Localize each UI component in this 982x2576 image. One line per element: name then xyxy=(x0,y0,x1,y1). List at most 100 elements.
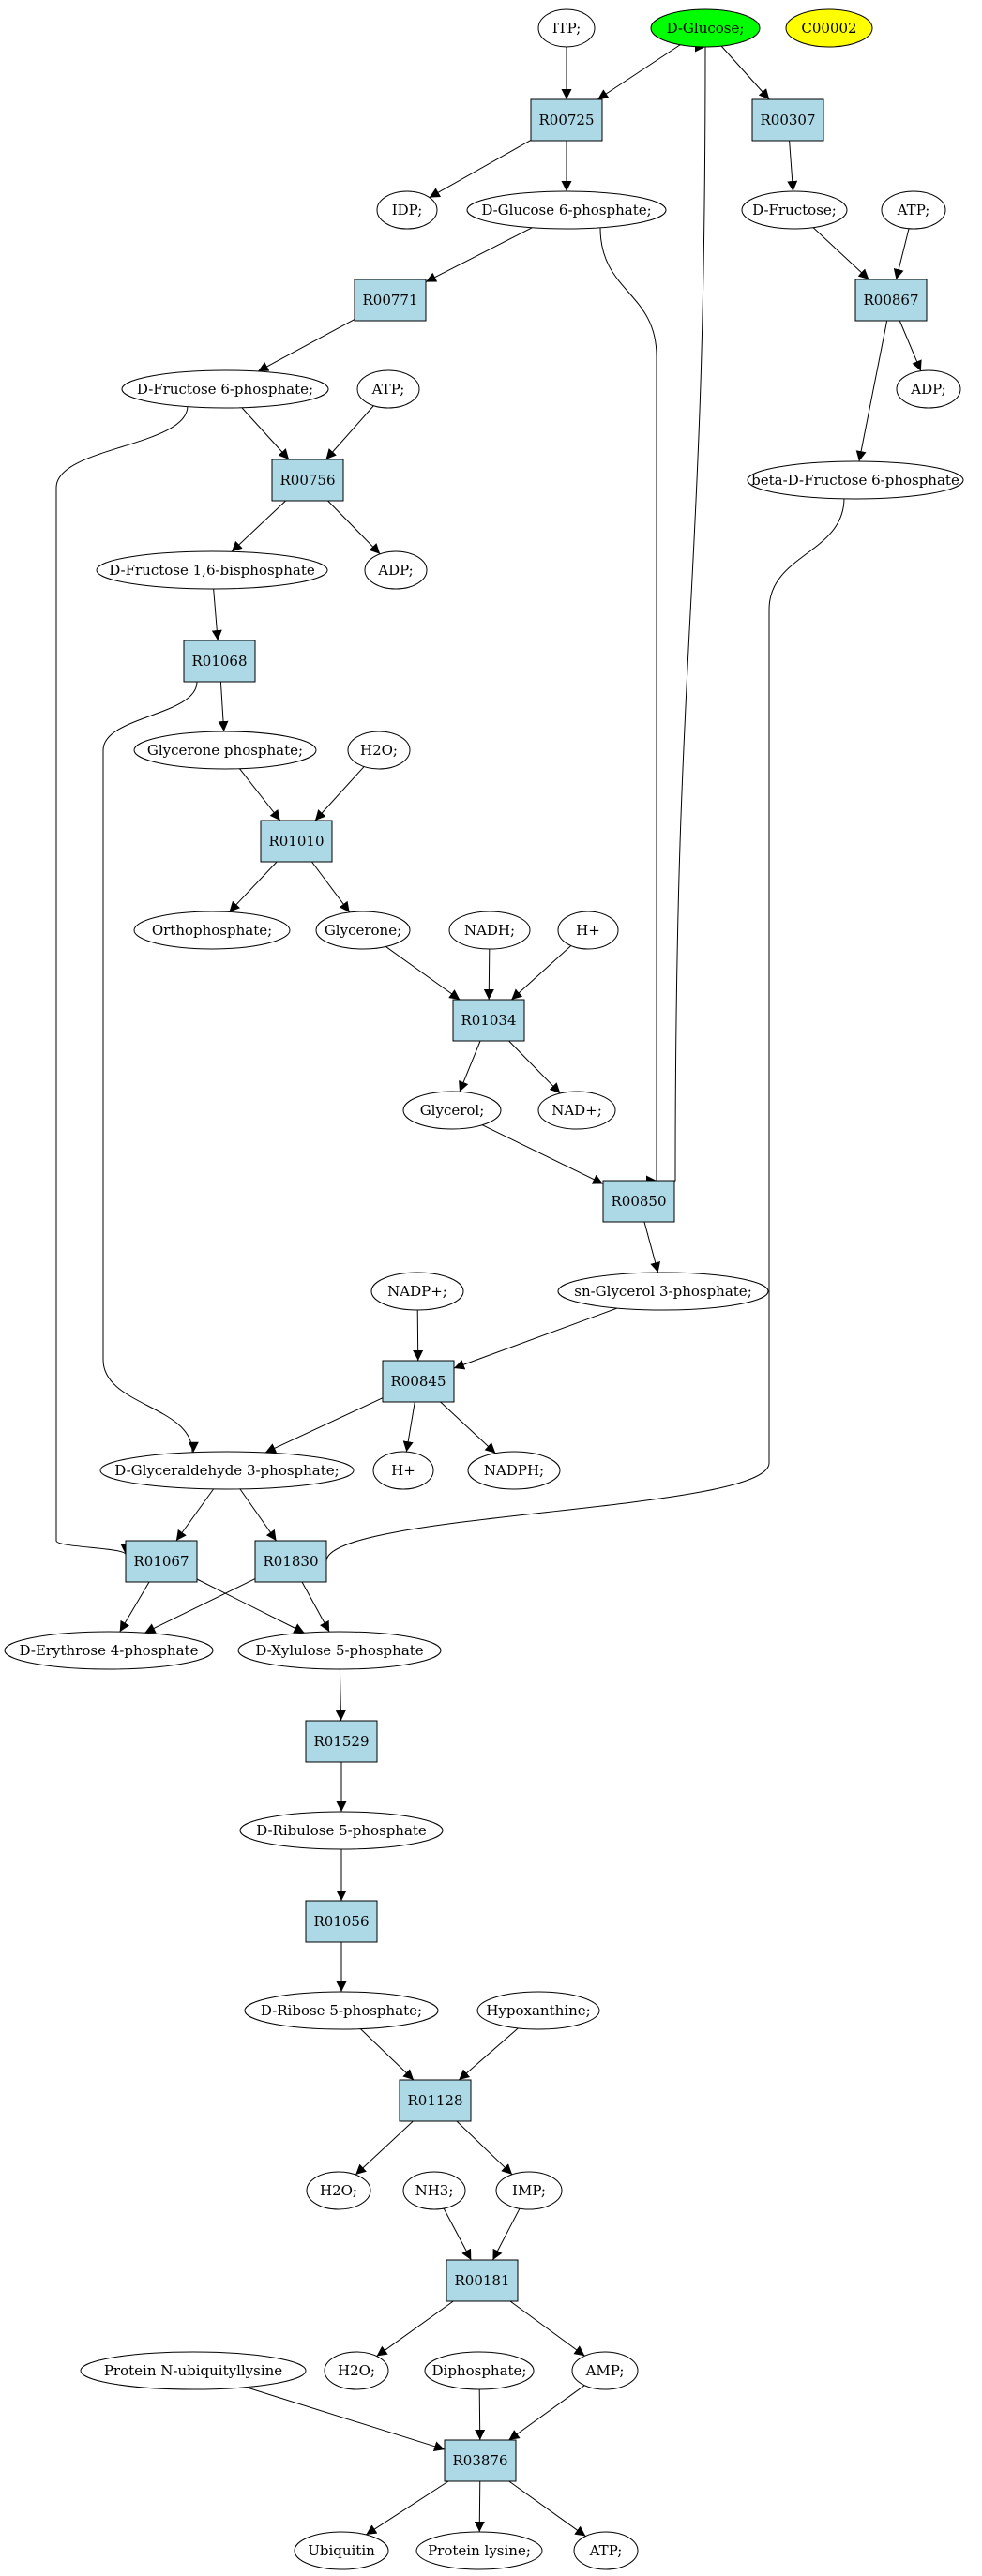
edge-f16bp-to-r01068 xyxy=(211,588,222,641)
edge-r00867-to-adp_a xyxy=(899,320,922,371)
node-hplus_a[interactable]: H+ xyxy=(557,911,619,950)
reaction-box xyxy=(444,2439,517,2482)
node-diphos[interactable]: Diphosphate; xyxy=(424,2351,535,2390)
node-label: R00850 xyxy=(611,1193,666,1210)
compound-ellipse xyxy=(785,8,873,48)
node-atp_b[interactable]: ATP; xyxy=(356,369,420,409)
node-label: Protein N-ubiquityllysine xyxy=(104,2362,282,2379)
compound-ellipse xyxy=(96,550,328,590)
node-f6p[interactable]: D-Fructose 6-phosphate; xyxy=(121,369,329,409)
edge-imp-to-r00181 xyxy=(492,2207,521,2261)
node-r00756[interactable]: R00756 xyxy=(271,459,344,502)
compound-ellipse xyxy=(896,369,961,409)
node-r00845[interactable]: R00845 xyxy=(382,1360,455,1403)
compound-ellipse xyxy=(466,190,667,230)
node-dglucose[interactable]: D-Glucose; xyxy=(650,8,761,48)
node-r00771[interactable]: R00771 xyxy=(354,279,427,322)
compound-ellipse xyxy=(356,369,420,409)
node-glyp[interactable]: Glycerone phosphate; xyxy=(133,731,317,770)
node-label: NADPH; xyxy=(484,1462,544,1479)
node-r01056[interactable]: R01056 xyxy=(305,1900,378,1943)
node-nadh[interactable]: NADH; xyxy=(448,911,531,950)
node-atp_a[interactable]: ATP; xyxy=(881,190,946,230)
node-ortho[interactable]: Orthophosphate; xyxy=(133,911,291,950)
edge-r01034-to-nadplus xyxy=(508,1040,561,1094)
node-r00867[interactable]: R00867 xyxy=(854,279,928,322)
compound-ellipse xyxy=(294,2531,389,2570)
node-bf6p[interactable]: beta-D-Fructose 6-phosphate xyxy=(747,460,964,500)
node-r01529[interactable]: R01529 xyxy=(305,1720,378,1763)
node-c00002[interactable]: C00002 xyxy=(785,8,873,48)
edge-r00307-to-dfructose xyxy=(787,140,798,192)
node-r01128[interactable]: R01128 xyxy=(399,2079,472,2122)
node-dfructose[interactable]: D-Fructose; xyxy=(741,190,848,230)
edge-r00725-to-idp xyxy=(429,140,532,199)
edge-g6p-to-r00771 xyxy=(425,227,533,283)
node-pnul[interactable]: Protein N-ubiquityllysine xyxy=(80,2351,307,2390)
node-nadplus[interactable]: NAD+; xyxy=(537,1091,616,1130)
node-nh3[interactable]: NH3; xyxy=(402,2171,466,2210)
edge-ga3p-to-r01830 xyxy=(239,1488,277,1542)
node-r01067[interactable]: R01067 xyxy=(125,1540,198,1583)
node-r03876[interactable]: R03876 xyxy=(444,2439,517,2482)
node-label: R01068 xyxy=(191,653,247,670)
compound-ellipse xyxy=(306,2171,371,2210)
node-idp[interactable]: IDP; xyxy=(376,190,438,230)
node-label: NH3; xyxy=(415,2182,454,2199)
edge-r00850-to-sng3p xyxy=(643,1221,661,1273)
node-g6p[interactable]: D-Glucose 6-phosphate; xyxy=(466,190,667,230)
node-e4p[interactable]: D-Erythrose 4-phosphate xyxy=(4,1631,214,1670)
node-r01830[interactable]: R01830 xyxy=(254,1540,327,1583)
node-ubiquitin[interactable]: Ubiquitin xyxy=(294,2531,389,2570)
compound-ellipse xyxy=(133,731,317,770)
node-nadpplus[interactable]: NADP+; xyxy=(370,1272,464,1311)
node-x5p[interactable]: D-Xylulose 5-phosphate xyxy=(237,1631,442,1670)
edge-r00845-to-hplus_b xyxy=(402,1401,415,1453)
edge-r00845-to-ga3p xyxy=(264,1397,384,1454)
node-label: R00867 xyxy=(863,292,918,309)
node-r00850[interactable]: R00850 xyxy=(602,1180,675,1223)
node-hypox[interactable]: Hypoxanthine; xyxy=(476,1991,600,2030)
node-f16bp[interactable]: D-Fructose 1,6-bisphosphate xyxy=(96,550,328,590)
compound-ellipse xyxy=(537,1091,616,1130)
node-amp[interactable]: AMP; xyxy=(571,2351,639,2390)
node-ru5p[interactable]: D-Ribulose 5-phosphate xyxy=(239,1811,444,1850)
node-glycerol[interactable]: Glycerol; xyxy=(402,1091,502,1130)
edge-r01830-to-x5p xyxy=(301,1581,330,1633)
reaction-box xyxy=(854,279,928,322)
node-sng3p[interactable]: sn-Glycerol 3-phosphate; xyxy=(557,1272,769,1311)
node-adp_a[interactable]: ADP; xyxy=(896,369,961,409)
node-r00181[interactable]: R00181 xyxy=(446,2259,519,2302)
node-itp[interactable]: ITP; xyxy=(537,8,596,48)
node-plysine[interactable]: Protein lysine; xyxy=(415,2531,543,2570)
edge-dfructose-to-r00867 xyxy=(812,227,869,280)
node-glycerone[interactable]: Glycerone; xyxy=(315,911,411,950)
edge-nadpplus-to-r00845 xyxy=(413,1309,424,1362)
node-r01010[interactable]: R01010 xyxy=(260,820,333,863)
compound-ellipse xyxy=(370,1272,464,1311)
reaction-box xyxy=(751,98,824,142)
compound-ellipse xyxy=(467,1451,561,1490)
node-r5p[interactable]: D-Ribose 5-phosphate; xyxy=(244,1991,439,2030)
node-r00307[interactable]: R00307 xyxy=(751,98,824,142)
edge-r01010-to-ortho xyxy=(229,861,278,912)
node-h2o_b[interactable]: H2O; xyxy=(306,2171,371,2210)
node-h2o_a[interactable]: H2O; xyxy=(347,731,411,770)
node-ga3p[interactable]: D-Glyceraldehyde 3-phosphate; xyxy=(99,1451,355,1490)
node-imp[interactable]: IMP; xyxy=(495,2171,563,2210)
node-r00725[interactable]: R00725 xyxy=(530,98,603,142)
node-label: beta-D-Fructose 6-phosphate xyxy=(751,472,959,489)
node-label: D-Xylulose 5-phosphate xyxy=(255,1642,423,1659)
edge-r01010-to-glycerone xyxy=(311,861,351,913)
node-r01068[interactable]: R01068 xyxy=(183,640,256,683)
node-label: Hypoxanthine; xyxy=(486,2002,590,2019)
node-atp_c[interactable]: ATP; xyxy=(573,2531,639,2570)
node-h2o_c[interactable]: H2O; xyxy=(324,2351,389,2390)
node-hplus_b[interactable]: H+ xyxy=(372,1451,434,1490)
node-r01034[interactable]: R01034 xyxy=(452,999,525,1042)
node-label: D-Glyceraldehyde 3-phosphate; xyxy=(114,1462,339,1479)
node-adp_b[interactable]: ADP; xyxy=(364,550,428,590)
compound-ellipse xyxy=(372,1451,434,1490)
edge-r01067-to-e4p xyxy=(119,1581,150,1633)
node-nadph[interactable]: NADPH; xyxy=(467,1451,561,1490)
